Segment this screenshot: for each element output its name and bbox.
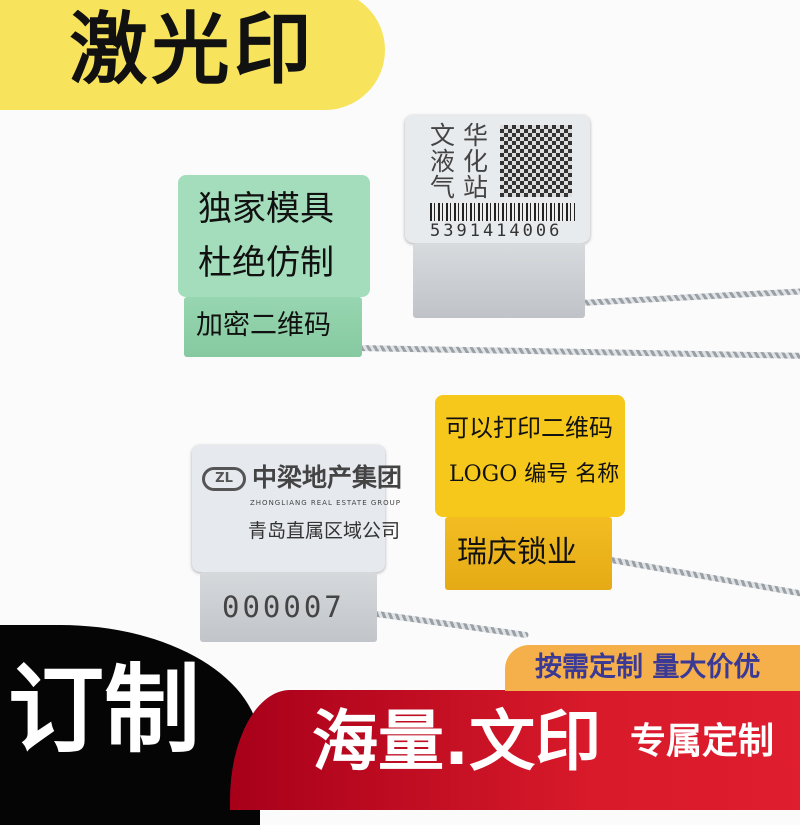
- company-logo: ZL: [202, 467, 246, 491]
- tagline-banner: 按需定制 量大价优: [505, 645, 800, 691]
- silver-tag: 文华 液化 气站 5391414006: [405, 115, 590, 243]
- tag-text: 气站: [430, 173, 497, 202]
- tag-number: 000007: [222, 590, 345, 624]
- white-tag-base: 000007: [200, 572, 377, 642]
- qr-code: [500, 125, 572, 197]
- footer-red-band: [230, 690, 800, 810]
- slogan-sub: 专属定制: [630, 721, 775, 762]
- green-tag-base: 加密二维码: [184, 297, 362, 357]
- slogan: 海量.文印: [312, 703, 602, 780]
- tagline: 按需定制 量大价优: [535, 652, 761, 683]
- serial-number: 5391414006: [430, 221, 563, 241]
- company-name-en: ZHONGLIANG REAL ESTATE GROUP: [250, 499, 401, 507]
- title-banner: 激光印: [0, 0, 385, 110]
- tag-text: 瑞庆锁业: [457, 535, 577, 570]
- tag-text: 杜绝仿制: [198, 243, 334, 283]
- tag-text: 文华: [430, 121, 497, 150]
- company-name: 中梁地产集团: [252, 463, 403, 492]
- tag-text: 加密二维码: [196, 310, 331, 341]
- cable: [369, 610, 529, 639]
- barcode: [430, 203, 575, 221]
- cable: [599, 555, 800, 600]
- tag-text: 可以打印二维码: [445, 414, 613, 442]
- title: 激光印: [69, 5, 316, 95]
- yellow-tag: 可以打印二维码 LOGO 编号 名称: [435, 395, 625, 517]
- green-tag: 独家模具 杜绝仿制: [178, 175, 370, 297]
- yellow-tag-base: 瑞庆锁业: [445, 517, 612, 590]
- tag-text: LOGO 编号 名称: [449, 462, 620, 487]
- tag-text: 液化: [430, 147, 497, 176]
- tag-text: 独家模具: [198, 189, 334, 229]
- silver-tag-base: [413, 243, 585, 318]
- cable: [354, 345, 800, 360]
- custom-title: 订制: [8, 654, 200, 766]
- branch-name: 青岛直属区域公司: [248, 520, 401, 542]
- white-tag: ZL 中梁地产集团 ZHONGLIANG REAL ESTATE GROUP 青…: [192, 445, 402, 572]
- cable: [579, 287, 800, 306]
